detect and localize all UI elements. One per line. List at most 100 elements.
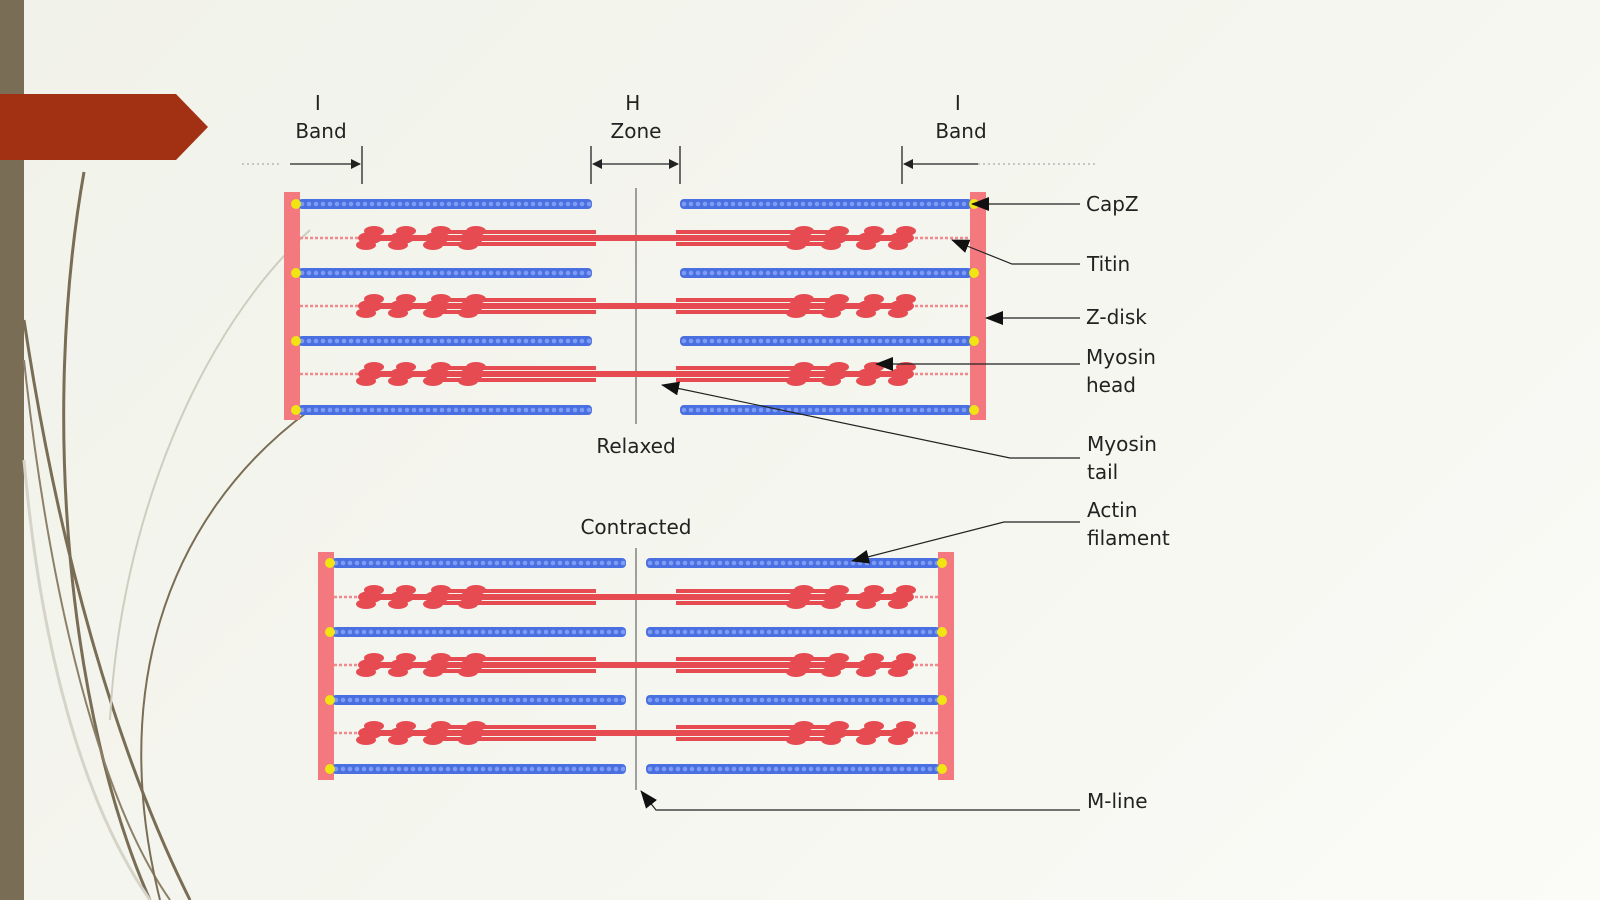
actin-bead [530, 201, 536, 207]
actin-bead [842, 407, 848, 413]
actin-bead [550, 629, 556, 635]
actin-bead [445, 629, 451, 635]
actin-bead [613, 697, 619, 703]
actin-bead [550, 766, 556, 772]
actin-bead [585, 697, 591, 703]
actin-bead [397, 270, 403, 276]
capz-cap [291, 336, 301, 346]
actin-bead [355, 407, 361, 413]
actin-bead [654, 766, 660, 772]
myosin-head [458, 735, 478, 745]
actin-bead [661, 697, 667, 703]
myosin-head [466, 294, 486, 304]
actin-bead [446, 338, 452, 344]
myosin-head [396, 653, 416, 663]
myosin-tail-bundle [432, 242, 596, 246]
myosin-head [829, 721, 849, 731]
myosin-head [458, 599, 478, 609]
i-band-right-label: I Band [935, 91, 986, 143]
actin-bead [530, 338, 536, 344]
actin-bead [710, 629, 716, 635]
myosin-head [829, 226, 849, 236]
actin-bead [362, 270, 368, 276]
actin-bead [613, 766, 619, 772]
actin-bead [564, 560, 570, 566]
actin-bead [404, 338, 410, 344]
actin-bead [523, 270, 529, 276]
actin-bead [354, 766, 360, 772]
actin-bead [586, 338, 592, 344]
myosin-tail-line-2: tail [1087, 460, 1118, 484]
myosin-head [888, 667, 908, 677]
myosin-head [431, 585, 451, 595]
capz-cap [325, 764, 335, 774]
actin-bead [716, 270, 722, 276]
actin-bead [551, 270, 557, 276]
actin-bead [912, 407, 918, 413]
actin-bead [724, 766, 730, 772]
actin-bead [758, 270, 764, 276]
actin-bead [689, 560, 695, 566]
myosin-head [356, 240, 376, 250]
actin-bead [480, 766, 486, 772]
actin-bead [661, 629, 667, 635]
myosin-backbone [362, 303, 910, 309]
capz-cap [969, 336, 979, 346]
actin-bead [487, 766, 493, 772]
actin-bead [899, 560, 905, 566]
actin-bead [439, 201, 445, 207]
actin-bead [523, 338, 529, 344]
actin-bead [703, 697, 709, 703]
myosin-head [364, 362, 384, 372]
i-band-left-label: I Band [295, 91, 346, 143]
myosin-backbone [362, 371, 910, 377]
actin-bead [850, 629, 856, 635]
actin-bead [571, 697, 577, 703]
actin-bead [410, 697, 416, 703]
actin-bead [418, 270, 424, 276]
actin-bead [696, 560, 702, 566]
actin-bead [620, 766, 626, 772]
actin-bead [863, 201, 869, 207]
actin-bead [417, 766, 423, 772]
actin-bead [716, 407, 722, 413]
actin-bead [417, 697, 423, 703]
actin-bead [899, 629, 905, 635]
capz-cap [937, 558, 947, 568]
actin-bead [522, 766, 528, 772]
myosin-head [896, 226, 916, 236]
actin-bead [355, 338, 361, 344]
actin-bead [565, 407, 571, 413]
actin-bead [403, 629, 409, 635]
actin-bead [737, 338, 743, 344]
actin-bead [375, 766, 381, 772]
actin-bead [537, 201, 543, 207]
actin-bead [334, 407, 340, 413]
actin-bead [529, 766, 535, 772]
actin-bead [940, 270, 946, 276]
myosin-tail-bundle [432, 657, 596, 661]
actin-bead [544, 407, 550, 413]
actin-bead [723, 338, 729, 344]
actin-bead [954, 270, 960, 276]
actin-strand [332, 695, 626, 705]
actin-bead [793, 270, 799, 276]
myosin-head [396, 721, 416, 731]
actin-bead [821, 338, 827, 344]
actin-bead [487, 560, 493, 566]
actin-bead [758, 201, 764, 207]
actin-bead [940, 338, 946, 344]
capz-cap [969, 268, 979, 278]
myosin-head [458, 376, 478, 386]
actin-bead [717, 697, 723, 703]
actin-filament-right [680, 405, 972, 415]
actin-bead [473, 629, 479, 635]
actin-bead [801, 629, 807, 635]
actin-bead [397, 338, 403, 344]
actin-bead [899, 766, 905, 772]
myosin-head [423, 667, 443, 677]
myosin-head [364, 721, 384, 731]
capz-cap [325, 695, 335, 705]
actin-bead [730, 201, 736, 207]
actin-bead [354, 629, 360, 635]
